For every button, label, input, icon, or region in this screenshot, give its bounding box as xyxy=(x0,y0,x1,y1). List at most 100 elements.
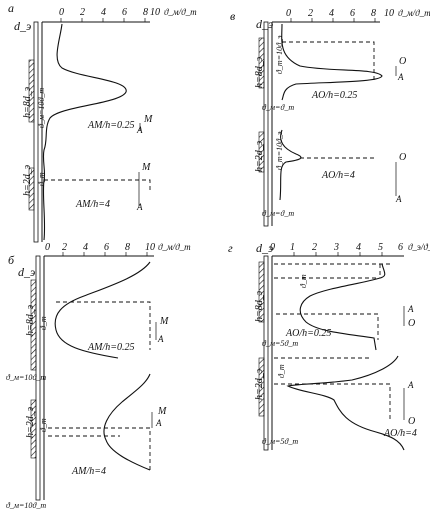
axis-label: ϑ_м/ϑ_т xyxy=(398,8,430,18)
axis-ticks xyxy=(293,252,383,256)
tick-label: 2 xyxy=(308,8,313,19)
panel-v: в d_э 0 2 4 6 8 10 ϑ_м/ϑ_т h=8d_э h=2d_э… xyxy=(230,8,430,227)
axis-ticks xyxy=(290,18,376,22)
electrode-column xyxy=(263,21,269,227)
tick-label: 8 xyxy=(125,242,130,253)
axis-label: ϑ_э/ϑ_т xyxy=(408,242,430,252)
dashed-guide xyxy=(282,41,375,159)
gap-lower-bottom-label: ϑ_м=10ϑ_т xyxy=(6,501,46,510)
electrode-label: d_э xyxy=(256,241,273,255)
point-m-label: M xyxy=(159,316,169,327)
caption-upper: AM/h=0.25 xyxy=(87,120,134,131)
upper-layer-hatch xyxy=(28,59,35,123)
lower-layer-hatch xyxy=(258,357,265,417)
profile-curve-lower xyxy=(286,355,405,451)
tick-label: 0 xyxy=(59,7,64,18)
tick-label: 6 xyxy=(398,242,403,253)
gap-upper-bottom-label: ϑ_м=5ϑ_т xyxy=(262,339,298,348)
caption-lower: AM/h=4 xyxy=(75,199,110,210)
tick-label: 2 xyxy=(62,242,67,253)
gap-upper-label: ϑ_т xyxy=(299,274,308,288)
tick-label: 10 xyxy=(150,7,160,18)
electrode-column xyxy=(33,21,39,243)
tick-label: 8 xyxy=(371,8,376,19)
gap-upper-label: ϑ_т=10ϑ_э xyxy=(275,35,284,74)
electrode-label: d_э xyxy=(14,19,31,33)
upper-layer-hatch xyxy=(258,37,265,89)
caption-lower: AO/h=4 xyxy=(321,170,355,181)
gap-lower-label: ϑ_т xyxy=(37,172,46,186)
point-a-label: A xyxy=(136,202,143,212)
tick-label: 5 xyxy=(378,242,383,253)
lower-layer-hatch xyxy=(28,167,35,211)
caption-upper: AO/h=0.25 xyxy=(311,90,357,101)
panel-letter: г xyxy=(228,241,233,255)
gap-lower-label: ϑ_т xyxy=(277,364,286,378)
point-a-label: A xyxy=(397,72,404,82)
gap-lower-bottom-label: ϑ_м=ϑ_т xyxy=(262,209,294,218)
h-lower-label: h=2d_э xyxy=(254,140,265,172)
electrode-label: d_э xyxy=(18,265,35,279)
gap-upper-bottom-label: ϑ_м=10ϑ_т xyxy=(6,373,46,382)
panel-letter: б xyxy=(8,253,15,267)
h-upper-label: h=8d_э xyxy=(254,290,265,322)
gap-upper-bottom-label: ϑ_м=ϑ_т xyxy=(262,103,294,112)
point-a-label: A xyxy=(395,194,402,204)
point-m-label: M xyxy=(143,114,153,125)
caption-lower: AO/h=4 xyxy=(383,428,417,439)
h-lower-label: h=2d_э xyxy=(254,368,265,400)
gap-lower-label: ϑ_т xyxy=(39,418,48,432)
tick-label: 1 xyxy=(290,242,295,253)
tick-label: 10 xyxy=(145,242,155,253)
tick-label: 6 xyxy=(350,8,355,19)
gap-upper-label: ϑ_м=10ϑ_т xyxy=(37,88,46,128)
tick-label: 0 xyxy=(45,242,50,253)
profile-curve-lower xyxy=(103,373,151,471)
gap-lower-label: ϑ_т=10ϑ_э xyxy=(275,131,284,170)
panel-letter: а xyxy=(8,1,14,15)
lower-layer-hatch xyxy=(30,399,37,459)
tick-label: 2 xyxy=(312,242,317,253)
point-o-label: O xyxy=(399,56,406,67)
tick-label: 0 xyxy=(270,242,275,253)
h-lower-label: h=2d_э xyxy=(25,406,36,438)
tick-label: 6 xyxy=(122,7,127,18)
h-upper-label: h=8d_э xyxy=(25,304,36,336)
tick-label: 4 xyxy=(356,242,361,253)
upper-layer-hatch xyxy=(30,279,37,371)
gap-lower-bottom-label: ϑ_м=5ϑ_т xyxy=(262,437,298,446)
gap-upper-label: ϑ_т xyxy=(39,316,48,330)
profile-curve-upper xyxy=(281,23,383,101)
point-o-label: O xyxy=(408,318,415,329)
profile-curve-lower xyxy=(279,129,302,201)
axis-ticks xyxy=(60,18,146,22)
upper-layer-hatch xyxy=(258,261,265,323)
panel-b: б d_э 0 2 4 6 8 10 ϑ_м/ϑ_т h=8d_э h=2d_э… xyxy=(6,242,191,510)
caption-upper: AM/h=0.25 xyxy=(87,342,134,353)
point-o-label: O xyxy=(408,416,415,427)
point-a-label: A xyxy=(136,125,143,135)
point-m-label: M xyxy=(157,406,167,417)
tick-label: 10 xyxy=(384,8,394,19)
h-lower-label: h=2d_э xyxy=(22,164,33,196)
dashed-guide xyxy=(44,179,151,190)
panel-g: г d_э 0 1 2 3 4 5 6 ϑ_э/ϑ_т h=8d_э h=2d_… xyxy=(228,241,430,451)
point-a-label: A xyxy=(157,334,164,344)
lower-layer-hatch xyxy=(258,131,265,173)
h-upper-label: h=8d_э xyxy=(22,86,33,118)
axis-ticks xyxy=(62,252,148,256)
tick-label: 4 xyxy=(101,7,106,18)
caption-upper: AO/h=0.25 xyxy=(285,328,331,339)
tick-label: 2 xyxy=(80,7,85,18)
panel-letter: в xyxy=(230,9,235,23)
caption-lower: AM/h=4 xyxy=(71,466,106,477)
tick-label: 0 xyxy=(286,8,291,19)
dashed-guide xyxy=(274,263,392,420)
axis-label: ϑ_м/ϑ_т xyxy=(158,242,191,252)
h-upper-label: h=8d_э xyxy=(254,56,265,88)
tick-label: 6 xyxy=(104,242,109,253)
axis-label: ϑ_м/ϑ_т xyxy=(164,7,197,17)
point-a-label: A xyxy=(155,418,162,428)
tick-label: 3 xyxy=(333,242,339,253)
